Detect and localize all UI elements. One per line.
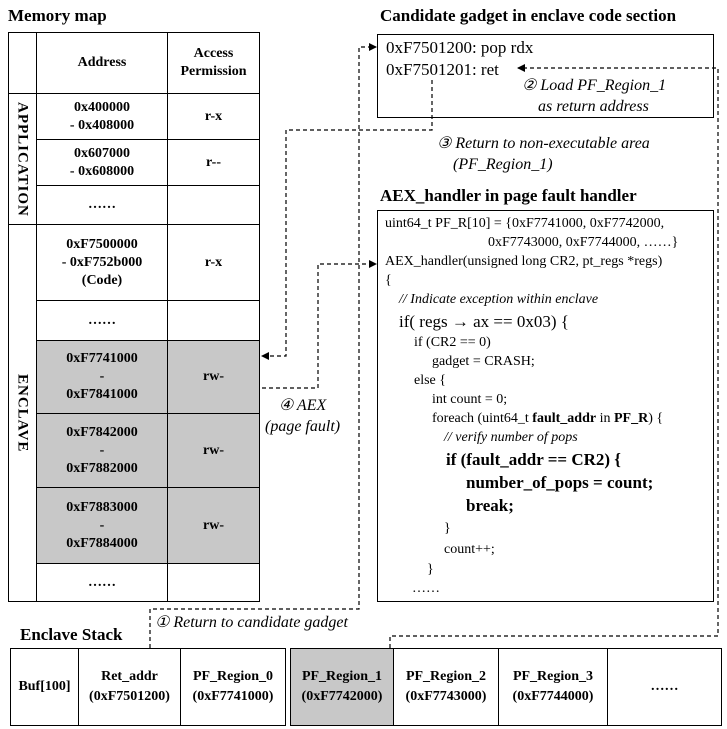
enclave-label: ENCLAVE xyxy=(14,373,31,453)
code-line: if (fault_addr == CR2) { xyxy=(446,450,621,469)
stack-cell-ellipsis: …… xyxy=(607,648,722,726)
application-label: APPLICATION xyxy=(14,101,31,217)
code-line: count++; xyxy=(444,542,495,557)
arrow-return-nonexec xyxy=(261,80,433,360)
code-line: break; xyxy=(466,496,514,515)
handler-title: AEX_handler in page fault handler xyxy=(380,186,637,205)
code-line: if( regs → ax == 0x03) { xyxy=(399,312,569,331)
annotation-load-region: ② Load PF_Region_1 as return address xyxy=(522,77,667,115)
arrow-load-region xyxy=(389,64,719,648)
annotation-aex: ④ AEX (page fault) xyxy=(265,397,341,435)
gadget-line-ret: 0xF7501201: ret xyxy=(386,60,499,79)
code-line: uint64_t PF_R[10] = {0xF7741000, 0xF7742… xyxy=(385,216,665,231)
code-line: gadget = CRASH; xyxy=(432,354,535,369)
code-line: …… xyxy=(412,581,440,596)
handler-box xyxy=(377,210,714,602)
arrow-aex xyxy=(262,260,377,389)
arrow-return-to-gadget xyxy=(149,43,377,648)
code-line: { xyxy=(385,273,392,288)
permission-cell: rw- xyxy=(167,413,260,488)
stack-cell-pf-region-1: PF_Region_1 (0xF7742000) xyxy=(290,648,394,726)
permission-cell xyxy=(167,563,260,602)
code-line: } xyxy=(444,521,451,536)
annotation-return-gadget: ① Return to candidate gadget xyxy=(155,614,348,631)
code-comment: // verify number of pops xyxy=(444,430,578,445)
gadget-box xyxy=(377,34,714,118)
code-fragment: fault_addr xyxy=(532,411,597,426)
code-fragment: ) { xyxy=(648,411,664,426)
code-line: AEX_handler(unsigned long CR2, pt_regs *… xyxy=(385,254,663,269)
code-line-foreach: foreach (uint64_t fault_addr in PF_R) { xyxy=(432,409,663,428)
code-fragment: PF_R xyxy=(613,411,649,426)
stack-cell-pf-region-3: PF_Region_3 (0xF7744000) xyxy=(498,648,608,726)
permission-header: Access Permission xyxy=(167,32,260,94)
code-line: if (CR2 == 0) xyxy=(414,335,491,350)
memory-map-title: Memory map xyxy=(8,6,107,25)
stack-cell-pf-region-2: PF_Region_2 (0xF7743000) xyxy=(393,648,499,726)
code-line: number_of_pops = count; xyxy=(466,473,654,492)
gadget-title: Candidate gadget in enclave code section xyxy=(380,6,677,25)
code-line: else { xyxy=(414,373,446,388)
code-line: 0xF7743000, 0xF7744000, ……} xyxy=(488,235,679,250)
code-line: int count = 0; xyxy=(432,392,508,407)
stack-title: Enclave Stack xyxy=(20,625,123,644)
stack-cell-ret-addr: Ret_addr (0xF7501200) xyxy=(78,648,181,726)
annotation-return-nonexec: ③ Return to non-executable area (PF_Regi… xyxy=(437,135,650,173)
gadget-line-pop: 0xF7501200: pop rdx xyxy=(386,38,534,57)
code-fragment: in xyxy=(596,411,614,426)
code-fragment: foreach (uint64_t xyxy=(432,411,533,426)
code-line: } xyxy=(427,562,434,577)
code-comment: // Indicate exception within enclave xyxy=(399,292,599,307)
stack-cell-pf-region-0: PF_Region_0 (0xF7741000) xyxy=(180,648,286,726)
